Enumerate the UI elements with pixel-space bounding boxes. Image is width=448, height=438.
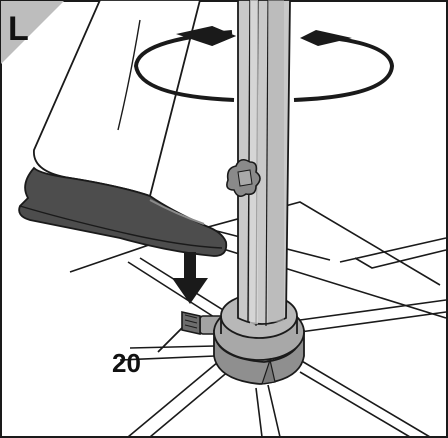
down-arrow-icon [172,252,208,304]
callout-leader-line [157,327,183,353]
callout-number: 20 [112,348,141,378]
step-letter: L [8,10,29,48]
star-knob [226,158,261,198]
shoe [18,166,228,257]
rotation-arrows-icon [133,26,395,102]
cross-base-floor [69,201,447,438]
step-corner-tab: L [1,1,64,64]
